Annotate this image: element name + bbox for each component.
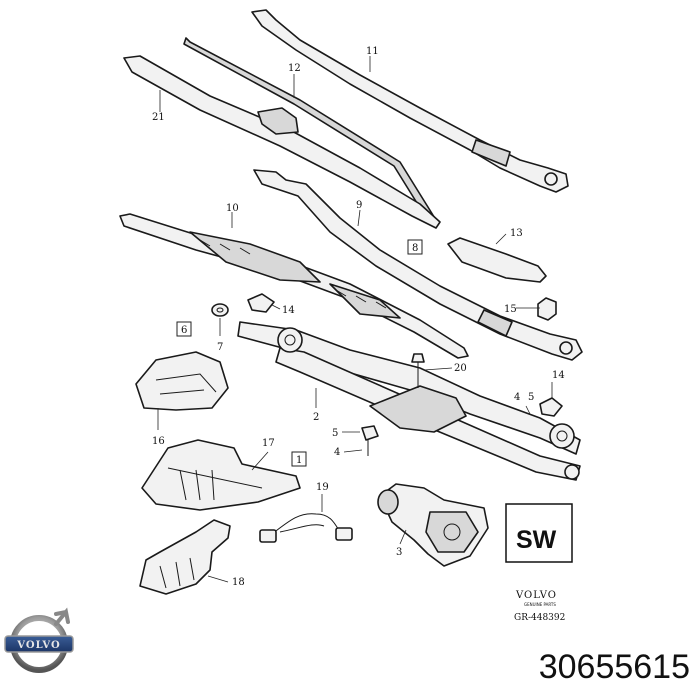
part-9-wiper-arm: [253, 169, 583, 361]
callout-4-right: 4: [514, 392, 520, 403]
part-16-cover: [135, 351, 229, 411]
callout-21: 21: [152, 112, 165, 123]
part-13-cap: [447, 237, 547, 283]
part-11-wiper-arm: [251, 9, 569, 193]
callout-9: 9: [356, 200, 362, 211]
sw-label: SW: [516, 526, 557, 554]
part-20-bolt: [411, 353, 425, 388]
volvo-iron-mark-icon: VOLVO: [4, 606, 74, 676]
callout-20: 20: [454, 363, 467, 374]
part-19-harness: [259, 513, 353, 543]
brand-sub: GENUINE PARTS: [524, 602, 556, 607]
callout-14-right: 14: [552, 370, 565, 381]
callout-6: 6: [181, 325, 187, 336]
sw-box: SW: [505, 503, 573, 563]
callout-18: 18: [232, 577, 245, 588]
part-number: 30655615: [538, 648, 690, 686]
callout-3: 3: [396, 547, 402, 558]
part-7-grommet: [211, 303, 229, 317]
callout-15: 15: [504, 304, 517, 315]
callout-5-left: 5: [332, 428, 338, 439]
callout-14-left: 14: [282, 305, 295, 316]
part-15-nut: [537, 297, 557, 321]
part-10-wiper-blade-frame: [119, 213, 469, 359]
callout-4-left: 4: [334, 447, 340, 458]
callout-8: 8: [412, 243, 418, 254]
callout-7: 7: [217, 342, 223, 353]
part-17-housing: [141, 439, 301, 511]
callout-12: 12: [288, 63, 301, 74]
part-2-linkage: [237, 321, 581, 481]
part-18-bracket: [139, 519, 231, 595]
part-14-pad-right: [539, 397, 563, 417]
logo-text: VOLVO: [16, 640, 60, 651]
callout-13: 13: [510, 228, 523, 239]
part-3-motor: [377, 483, 489, 567]
callout-16: 16: [152, 436, 165, 447]
brand-block: VOLVO GENUINE PARTS GR-448392: [514, 590, 565, 623]
part-14-pad-left: [247, 293, 275, 313]
brand-ref: GR-448392: [514, 613, 565, 623]
brand-name: VOLVO: [515, 590, 557, 601]
callout-19: 19: [316, 482, 329, 493]
part-4-5-fasteners: [361, 425, 379, 456]
leader-lines: [157, 56, 553, 583]
callout-1: 1: [296, 455, 302, 466]
callout-2: 2: [313, 412, 319, 423]
part-21-wiper-blade: [123, 55, 441, 229]
callout-5-right: 5: [528, 392, 534, 403]
callout-10: 10: [226, 203, 239, 214]
callout-17: 17: [262, 438, 275, 449]
callout-11: 11: [366, 46, 379, 57]
